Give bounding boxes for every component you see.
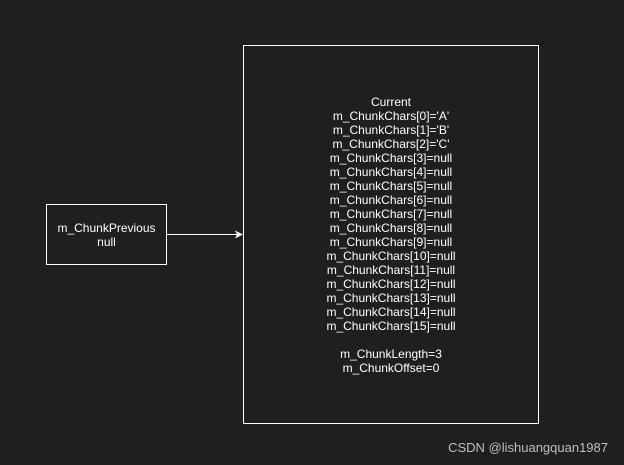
current-node-box: Current m_ChunkChars[0]='A' m_ChunkChars… (243, 45, 539, 424)
chunk-char-1: m_ChunkChars[1]='B' (332, 123, 450, 137)
chunk-char-12: m_ChunkChars[12]=null (326, 277, 456, 291)
chunk-char-0: m_ChunkChars[0]='A' (332, 109, 450, 123)
arrow-head (235, 230, 243, 239)
chunk-char-9: m_ChunkChars[9]=null (329, 235, 453, 249)
previous-node-value: null (97, 234, 116, 249)
chunk-char-13: m_ChunkChars[13]=null (326, 291, 456, 305)
previous-node-box: m_ChunkPrevious null (46, 204, 167, 265)
chunk-char-10: m_ChunkChars[10]=null (326, 249, 456, 263)
chunk-char-3: m_ChunkChars[3]=null (329, 151, 453, 165)
chunk-char-14: m_ChunkChars[14]=null (326, 305, 456, 319)
chunk-char-6: m_ChunkChars[6]=null (329, 193, 453, 207)
chunk-length: m_ChunkLength=3 (340, 347, 442, 361)
current-node-title: Current (370, 95, 411, 109)
chunk-char-11: m_ChunkChars[11]=null (326, 263, 456, 277)
chunk-char-7: m_ChunkChars[7]=null (329, 207, 453, 221)
chunk-char-15: m_ChunkChars[15]=null (326, 319, 456, 333)
previous-node-label: m_ChunkPrevious (57, 220, 156, 235)
chunk-char-2: m_ChunkChars[2]='C' (332, 137, 450, 151)
chunk-char-8: m_ChunkChars[8]=null (329, 221, 453, 235)
chunk-char-4: m_ChunkChars[4]=null (329, 165, 453, 179)
watermark: CSDN @lishuangquan1987 (448, 440, 608, 455)
current-node-content: Current m_ChunkChars[0]='A' m_ChunkChars… (244, 95, 538, 375)
chunk-char-5: m_ChunkChars[5]=null (329, 179, 453, 193)
chunk-offset: m_ChunkOffset=0 (342, 361, 440, 375)
